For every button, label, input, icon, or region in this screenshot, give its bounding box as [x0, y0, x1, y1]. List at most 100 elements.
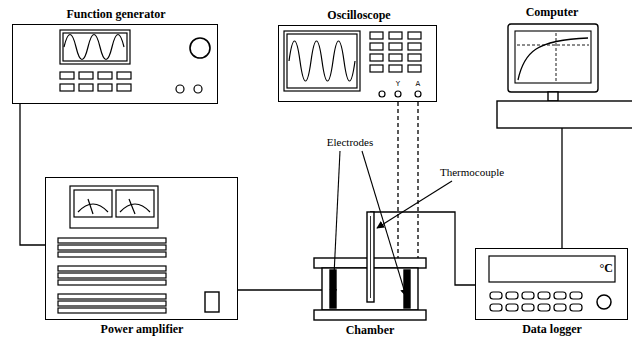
function-generator-panel	[60, 30, 210, 93]
display-unit: °C	[600, 261, 613, 275]
drawing-part	[78, 204, 108, 212]
drawing-part	[79, 72, 93, 79]
drawing-part	[506, 292, 518, 299]
drawing-part	[314, 310, 426, 320]
terminal-label: Y	[396, 80, 400, 88]
cable-line	[561, 128, 562, 248]
cable-line	[238, 289, 322, 290]
drawing-part	[70, 186, 158, 228]
drawing-part	[408, 32, 421, 39]
drawing-part	[58, 308, 166, 313]
computer-box: Computer	[497, 23, 632, 128]
chamber-drawing	[314, 212, 426, 320]
drawing-part	[377, 181, 452, 228]
drawing-part	[194, 85, 202, 93]
computer-drawing	[497, 24, 632, 128]
drawing-part	[395, 91, 401, 97]
drawing-part	[389, 65, 402, 72]
drawing-part	[522, 292, 534, 299]
drawing-part	[554, 304, 566, 311]
drawing-part	[60, 72, 74, 79]
drawing-part	[408, 43, 421, 50]
drawing-part	[497, 101, 632, 128]
drawing-part	[58, 245, 166, 250]
drawing-part	[379, 91, 385, 97]
drawing-part	[58, 294, 166, 299]
drawing-part	[518, 38, 588, 80]
drawing-part	[556, 33, 557, 81]
data-logger-panel	[489, 256, 615, 311]
leader-lines	[333, 151, 452, 296]
drawing-part	[120, 204, 150, 212]
power-amplifier-panel	[58, 186, 219, 313]
drawing-part	[517, 45, 589, 46]
callout-label: Thermocouple	[439, 166, 505, 179]
drawing-part	[415, 91, 421, 97]
drawing-part	[515, 31, 591, 83]
drawing-part	[129, 199, 135, 214]
drawing-part	[117, 72, 131, 79]
drawing-part	[289, 41, 355, 81]
terminal-label: A	[416, 80, 421, 88]
device-heading: Computer	[526, 5, 579, 19]
drawing-part	[548, 92, 558, 101]
drawing-part	[79, 84, 93, 91]
drawing-part	[389, 54, 402, 61]
drawing-part	[98, 84, 112, 91]
drawing-part	[570, 304, 582, 311]
drawing-part	[370, 43, 383, 50]
device-heading: Chamber	[346, 323, 395, 337]
drawing-part	[538, 304, 550, 311]
drawing-part	[389, 32, 402, 39]
drawing-part	[287, 34, 357, 88]
drawing-part	[74, 190, 112, 217]
drawing-part	[506, 304, 518, 311]
drawing-part	[117, 84, 131, 91]
drawing-part	[522, 304, 534, 311]
drawing-part	[88, 199, 93, 214]
callout-label: Electrodes	[326, 136, 374, 149]
drawing-part	[489, 256, 615, 282]
signal-lead	[398, 102, 418, 258]
drawing-part	[64, 35, 124, 60]
drawing-part	[408, 54, 421, 61]
device-heading: Power amplifier	[101, 322, 184, 336]
drawing-part	[176, 85, 184, 93]
drawing-part	[333, 151, 340, 296]
drawing-part	[60, 30, 130, 64]
data-logger-box: Data logger°C	[475, 248, 628, 320]
device-heading: Oscilloscope	[327, 8, 390, 22]
drawing-part	[490, 304, 502, 311]
drawing-part	[404, 270, 410, 308]
drawing-part	[60, 84, 74, 91]
drawing-part	[570, 292, 582, 299]
drawing-part	[58, 301, 166, 306]
drawing-part	[389, 43, 402, 50]
drawing-part	[63, 33, 127, 61]
oscilloscope-panel	[284, 31, 421, 97]
drawing-part	[370, 32, 383, 39]
device-heading: Data logger	[522, 322, 582, 336]
drawing-part	[408, 65, 421, 72]
device-heading: Function generator	[67, 7, 166, 21]
drawing-part	[58, 266, 166, 271]
drawing-part	[58, 252, 166, 257]
drawing-part	[370, 65, 383, 72]
drawing-part	[98, 72, 112, 79]
function-generator-box: Function generator	[12, 24, 218, 104]
drawing-part	[58, 238, 166, 243]
power-amplifier-box: Power amplifier	[45, 177, 238, 320]
drawing-part	[284, 31, 360, 91]
drawing-part	[508, 24, 598, 92]
drawing-part	[58, 280, 166, 285]
drawing-part	[538, 292, 550, 299]
drawing-part	[58, 273, 166, 278]
drawing-part	[205, 292, 219, 312]
oscilloscope-box: Oscilloscope	[278, 25, 437, 102]
drawing-part	[190, 38, 210, 58]
drawing-part	[116, 190, 154, 217]
drawing-part	[554, 292, 566, 299]
drawing-part	[490, 292, 502, 299]
drawing-part	[370, 216, 371, 298]
